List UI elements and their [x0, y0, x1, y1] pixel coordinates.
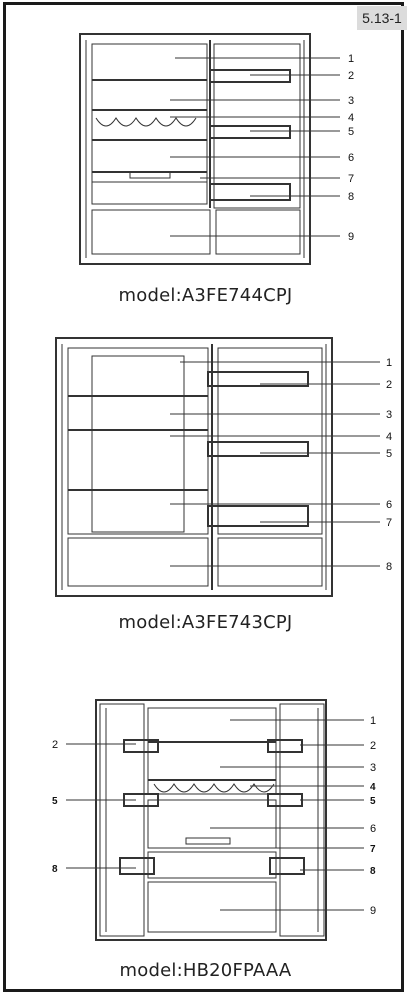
fig2-callout-2: 2	[386, 379, 392, 391]
fig3-drawer	[147, 881, 277, 933]
fig3-center-mid	[147, 799, 277, 849]
fig3-wine-rack	[153, 783, 275, 793]
fig2-door-bin-3	[207, 505, 309, 527]
fig3-right-bin-1	[267, 739, 303, 753]
fig3-callout-r3: 3	[370, 762, 376, 774]
model-label-2: model:A3FE743CPJ	[118, 612, 293, 633]
fig3-left-bin-1	[123, 739, 159, 753]
fig1-drawer-right	[215, 209, 301, 255]
fig1-wine-rack	[95, 117, 197, 127]
fig3-light	[185, 837, 231, 845]
section-tag: 5.13-1	[357, 6, 407, 30]
fig2-drawer-right	[217, 537, 323, 587]
fig1-callout-5: 5	[348, 126, 354, 138]
fig1-callout-2: 2	[348, 70, 354, 82]
fig2-cabinet	[55, 337, 333, 597]
fig1-door-bin-1	[209, 69, 291, 83]
fig3-callout-l8: 8	[52, 864, 58, 875]
fig3-left-bin-3	[119, 857, 155, 875]
fig2-callout-8: 8	[386, 561, 392, 573]
fig3-right-bin-3	[269, 857, 305, 875]
fig3-callout-r5: 5	[370, 796, 376, 807]
fig3-callout-r2: 2	[370, 740, 376, 752]
fig3-cabinet	[95, 699, 327, 941]
fig3-callout-r1: 1	[370, 715, 376, 727]
fig3-callout-r6: 6	[370, 823, 376, 835]
fig1-crisper	[91, 181, 208, 205]
fig3-callout-r9: 9	[370, 905, 376, 917]
fig2-callout-4: 4	[386, 431, 392, 443]
fig2-door-bin-2	[207, 441, 309, 457]
model-label-3: model:HB20FPAAA	[119, 960, 292, 981]
fig3-callout-l2: 2	[52, 739, 58, 751]
fig1-door-bin-3	[209, 183, 291, 201]
fig3-callout-r8: 8	[370, 866, 376, 877]
fig2-callout-1: 1	[386, 357, 392, 369]
page-frame	[3, 2, 404, 992]
fig3-crisper	[147, 851, 277, 879]
fig3-callout-r4: 4	[370, 782, 376, 793]
model-label-1: model:A3FE744CPJ	[118, 285, 293, 306]
fig1-callout-6: 6	[348, 152, 354, 164]
fig2-callout-5: 5	[386, 448, 392, 460]
fig1-callout-9: 9	[348, 231, 354, 243]
fig3-right-door	[279, 703, 325, 937]
fig2-drawer-left	[67, 537, 209, 587]
fig3-center-upper	[147, 707, 277, 795]
fig1-cabinet	[79, 33, 311, 265]
fig3-callout-l5: 5	[52, 796, 58, 807]
fig3-callout-r7: 7	[370, 844, 376, 855]
fig1-light	[129, 171, 171, 179]
fig1-callout-4: 4	[348, 112, 354, 124]
fig2-callout-6: 6	[386, 499, 392, 511]
fig1-door-bin-2	[209, 125, 291, 139]
fig2-back-panel	[91, 355, 185, 533]
fig1-callout-8: 8	[348, 191, 354, 203]
fig2-door-bin-1	[207, 371, 309, 387]
fig1-callout-3: 3	[348, 95, 354, 107]
fig1-drawer-left	[91, 209, 211, 255]
fig3-left-door	[99, 703, 145, 937]
fig1-callout-7: 7	[348, 173, 354, 185]
fig1-callout-1: 1	[348, 53, 354, 65]
fig2-callout-7: 7	[386, 517, 392, 529]
fig2-callout-3: 3	[386, 409, 392, 421]
